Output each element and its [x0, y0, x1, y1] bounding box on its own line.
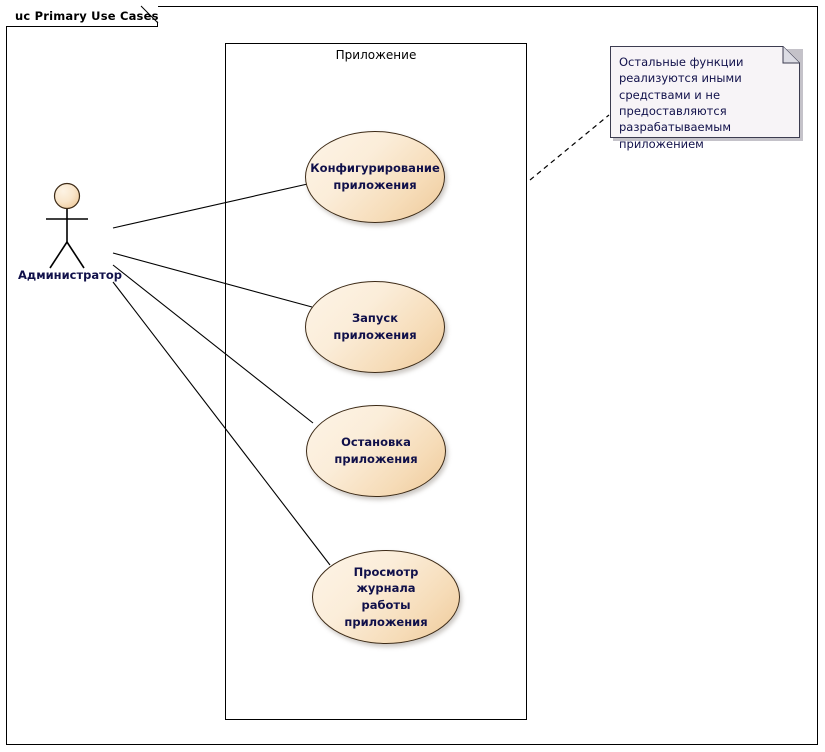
title-tab-corner-icon [140, 5, 159, 24]
actor-administrator-icon[interactable] [36, 180, 106, 270]
diagram-note[interactable]: Остальные функции реализуются иными сред… [610, 46, 803, 151]
use-case-start-label: Запуск приложения [333, 311, 417, 342]
note-shape [610, 46, 800, 138]
use-case-start[interactable]: Запуск приложения [305, 281, 445, 373]
system-boundary-label: Приложение [335, 48, 417, 62]
note-text: Остальные функции реализуются иными сред… [619, 55, 744, 151]
use-case-viewlog-label: Просмотр журнала работы приложения [344, 564, 428, 629]
use-case-stop[interactable]: Остановка приложения [306, 405, 446, 497]
diagram-title-tab[interactable]: uc Primary Use Cases [6, 5, 159, 27]
use-case-stop-label: Остановка приложения [334, 435, 418, 466]
use-case-configure-label: Конфигурирование приложения [310, 161, 440, 192]
use-case-configure[interactable]: Конфигурирование приложения [305, 131, 445, 223]
use-case-viewlog[interactable]: Просмотр журнала работы приложения [312, 550, 460, 644]
diagram-title-label: uc Primary Use Cases [15, 9, 159, 23]
actor-label: Администратор [18, 268, 122, 282]
